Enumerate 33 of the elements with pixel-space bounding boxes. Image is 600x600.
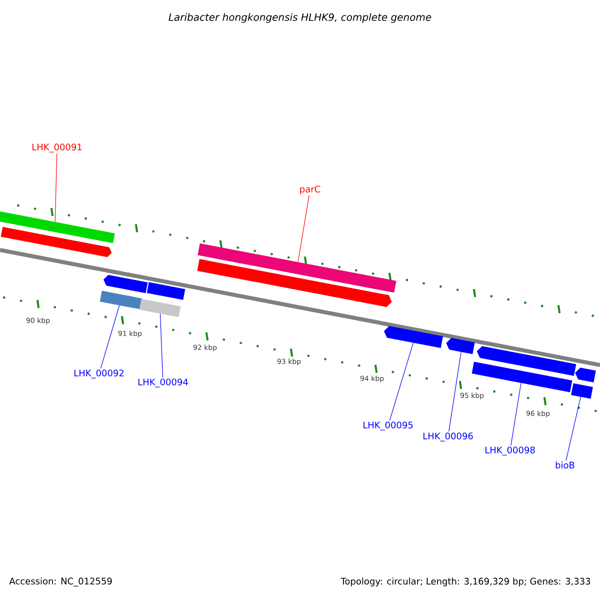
gene-label: parC (300, 186, 320, 194)
gene-label: LHK_00091 (32, 144, 82, 152)
gene-label: LHK_00095 (363, 422, 413, 430)
genome-info-text: Topology: circular; Length: 3,169,329 bp; Genes: 3,333 (340, 578, 590, 586)
leader-line (448, 352, 462, 432)
gene-feature (139, 298, 181, 318)
gene-feature (472, 362, 572, 392)
gene-feature (100, 290, 142, 310)
gene-feature (104, 274, 148, 294)
leader-line (298, 195, 310, 262)
title: Laribacter hongkongensis HLHK9, complete genome (168, 13, 432, 23)
accession-text: Accession: NC_012559 (9, 578, 112, 586)
gene-feature (0, 210, 115, 244)
leader-line (510, 382, 522, 446)
leader-line (100, 305, 120, 369)
leader-line (389, 342, 414, 421)
leader-line (160, 314, 164, 378)
gene-label: bioB (556, 462, 574, 468)
gene-feature (198, 243, 396, 293)
gene-feature (476, 346, 576, 376)
gene-label: LHK_00098 (485, 446, 535, 456)
gene-label: LHK_00094 (138, 378, 188, 388)
leader-line (566, 396, 581, 461)
gene-feature (571, 383, 593, 399)
gene-feature (197, 259, 392, 307)
gene-feature (0, 226, 112, 258)
gene-feature (446, 338, 475, 354)
gene-label: LHK_00092 (74, 370, 124, 378)
leader-line (54, 153, 58, 222)
gene-label: LHK_00096 (423, 432, 473, 442)
gene-feature (146, 282, 186, 300)
gene-feature (575, 368, 596, 382)
gene-feature (384, 326, 444, 348)
